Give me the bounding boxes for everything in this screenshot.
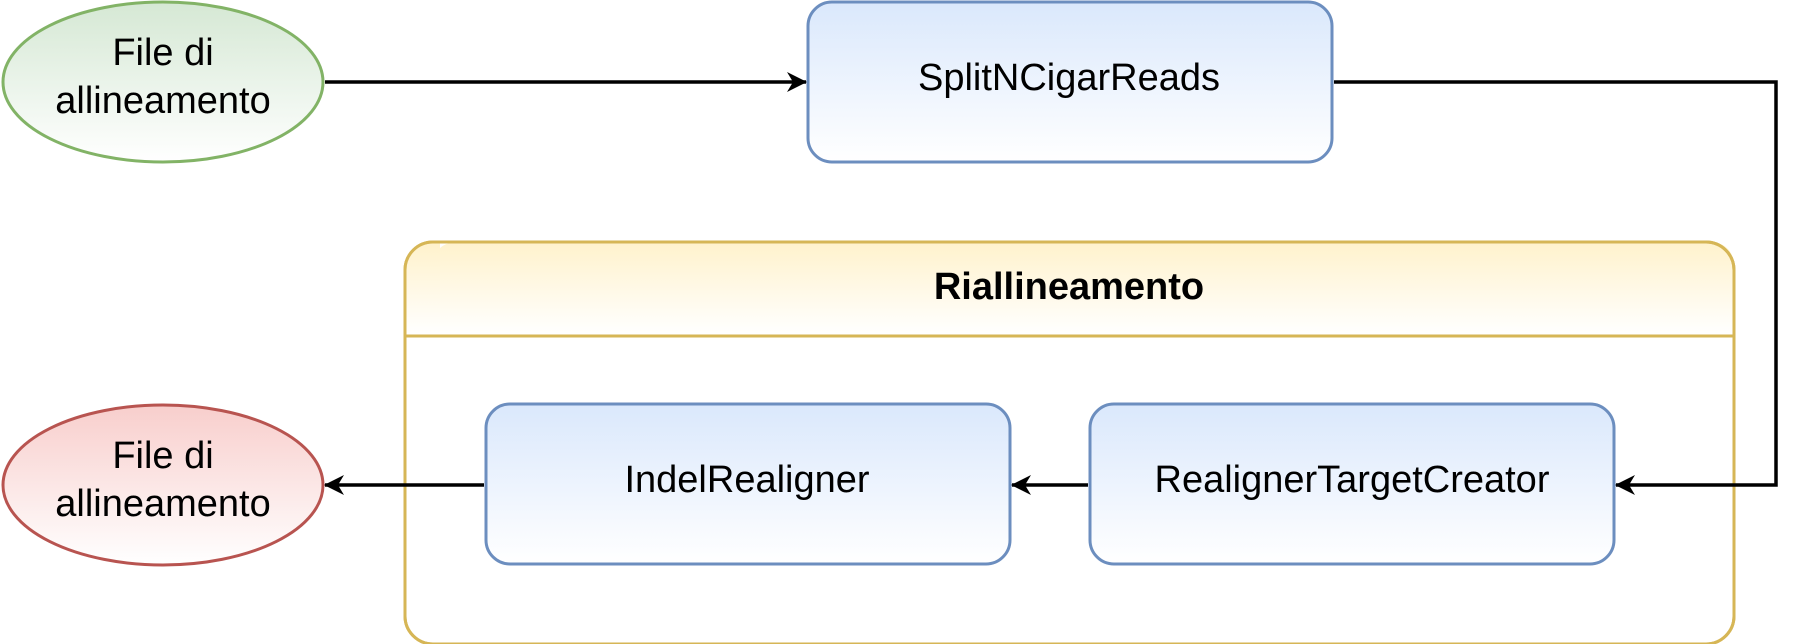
indel-realigner-shape bbox=[484, 402, 1012, 566]
split-ncigar-reads-label: SplitNCigarReads bbox=[918, 57, 1220, 99]
group-frame-outline bbox=[403, 240, 1736, 644]
indel-realigner-label: IndelRealigner bbox=[624, 459, 869, 501]
input-file-label-line1: File di bbox=[112, 32, 213, 74]
split-ncigar-reads-shape bbox=[806, 0, 1334, 164]
input-file-shape bbox=[1, 0, 325, 164]
output-file-node[interactable]: File di allineamento bbox=[1, 403, 325, 567]
edges bbox=[324, 72, 1778, 495]
input-file-label-line2: allineamento bbox=[55, 80, 270, 122]
output-file-label-line1: File di bbox=[112, 435, 213, 477]
realigner-target-creator-shape bbox=[1088, 402, 1616, 566]
edge-split-to-target-creator[interactable] bbox=[1334, 80, 1778, 495]
realigner-target-creator-label: RealignerTargetCreator bbox=[1155, 459, 1550, 501]
group-header-fill bbox=[433, 242, 1734, 334]
group-title: Riallineamento bbox=[934, 266, 1204, 308]
indel-realigner-node[interactable]: IndelRealigner bbox=[484, 402, 1012, 566]
output-file-shape bbox=[1, 403, 325, 567]
input-file-node[interactable]: File di allineamento bbox=[1, 0, 325, 164]
group-header-fill-left bbox=[406, 243, 440, 334]
output-file-label-line2: allineamento bbox=[55, 483, 270, 525]
group-riallineamento[interactable]: Riallineamento bbox=[403, 240, 1736, 644]
realigner-target-creator-node[interactable]: RealignerTargetCreator bbox=[1088, 402, 1616, 566]
split-ncigar-reads-node[interactable]: SplitNCigarReads bbox=[806, 0, 1334, 164]
